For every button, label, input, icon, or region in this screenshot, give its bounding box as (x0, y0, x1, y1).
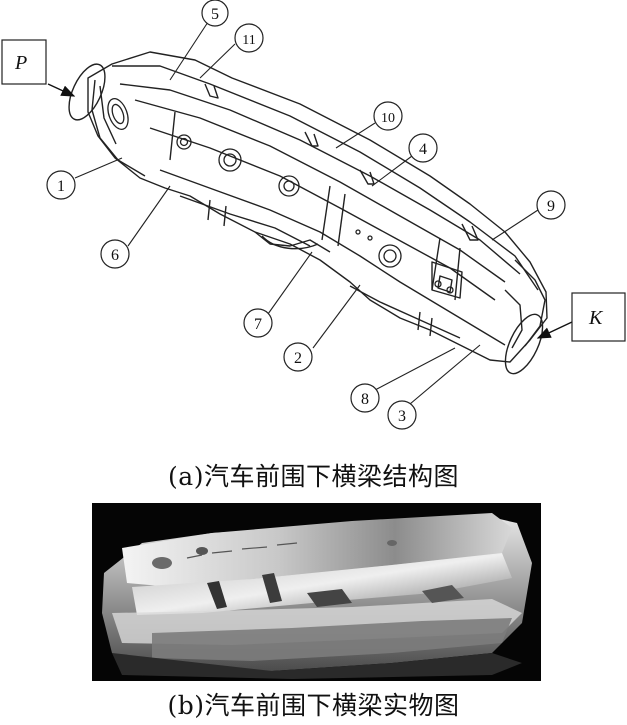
crossbeam-structure-diagram: P K (1, 0, 626, 430)
callout-9: 9 (547, 198, 555, 215)
figure-b-caption: (b)汽车前围下横梁实物图 (167, 691, 460, 720)
callout-6: 6 (111, 247, 119, 264)
figure-a-caption: (a)汽车前围下横梁结构图 (168, 462, 459, 491)
callout-numbers: 1 2 3 4 5 6 7 8 9 10 11 (57, 6, 555, 425)
callout-3: 3 (398, 408, 406, 425)
callout-1: 1 (57, 178, 65, 195)
view-k-label: K (588, 307, 604, 329)
crossbeam-photo (92, 503, 541, 681)
callout-2: 2 (294, 350, 302, 367)
mounting-holes (107, 98, 454, 294)
callout-11: 11 (242, 33, 255, 48)
callout-7: 7 (254, 316, 262, 333)
callout-10: 10 (381, 111, 395, 126)
callout-4: 4 (419, 141, 427, 158)
view-p-marker: P (1, 39, 106, 121)
callout-leaders (74, 21, 539, 405)
view-p-label: P (14, 52, 27, 74)
crossbeam-photo-graphic (92, 503, 541, 681)
view-k-marker: K (504, 292, 626, 375)
callout-5: 5 (211, 6, 219, 23)
callout-8: 8 (361, 391, 369, 408)
callout-circles (46, 0, 566, 430)
crossbeam-outline (87, 51, 548, 363)
